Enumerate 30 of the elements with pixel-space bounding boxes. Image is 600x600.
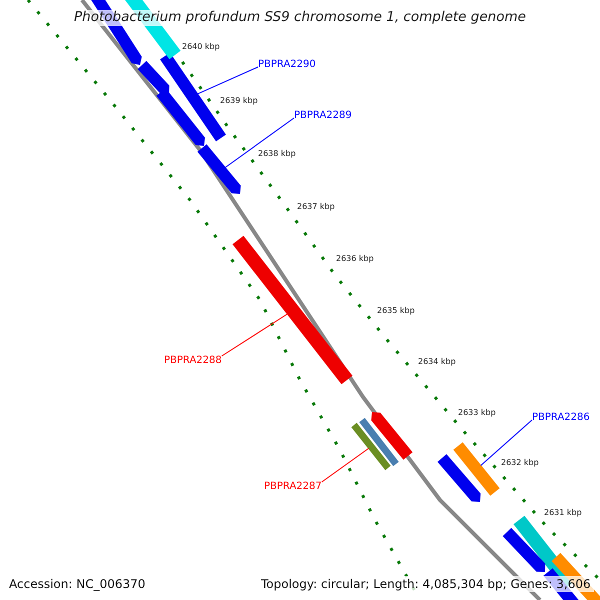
scale-label: 2633 kbp xyxy=(458,409,496,417)
gene-label: PBPRA2287 xyxy=(264,482,322,492)
gene-bar xyxy=(502,528,546,572)
leader-line xyxy=(221,314,288,356)
scale-label: 2632 kbp xyxy=(501,459,539,467)
scale-label: 2636 kbp xyxy=(336,255,374,263)
scale-label: 2631 kbp xyxy=(544,509,582,517)
gene-bar xyxy=(359,418,399,466)
gene-bar xyxy=(197,144,241,194)
leader-line xyxy=(224,118,294,168)
gene-label: PBPRA2286 xyxy=(532,413,590,423)
scale-label: 2638 kbp xyxy=(258,150,296,158)
leader-line xyxy=(197,66,258,94)
scale-label: 2637 kbp xyxy=(297,203,335,211)
gene-bar xyxy=(351,422,391,470)
scale-label: 2639 kbp xyxy=(220,97,258,105)
gene-label: PBPRA2290 xyxy=(258,60,316,70)
scale-label: 2634 kbp xyxy=(418,358,456,366)
scale-label: 2635 kbp xyxy=(377,307,415,315)
scale-label: 2640 kbp xyxy=(182,43,220,51)
leader-line xyxy=(480,420,532,466)
gene-label: PBPRA2289 xyxy=(294,111,352,121)
gene-label: PBPRA2288 xyxy=(164,356,222,366)
gene-bar xyxy=(138,60,170,94)
leader-line xyxy=(321,448,370,482)
gene-bar xyxy=(371,412,413,460)
genome-info: Topology: circular; Length: 4,085,304 bp; Genes: 3,606 xyxy=(258,576,594,592)
map-title: Photobacterium profundum SS9 chromosome 1, complete genome xyxy=(72,10,528,26)
gene-bar xyxy=(438,454,481,502)
gene-bar xyxy=(453,442,500,496)
